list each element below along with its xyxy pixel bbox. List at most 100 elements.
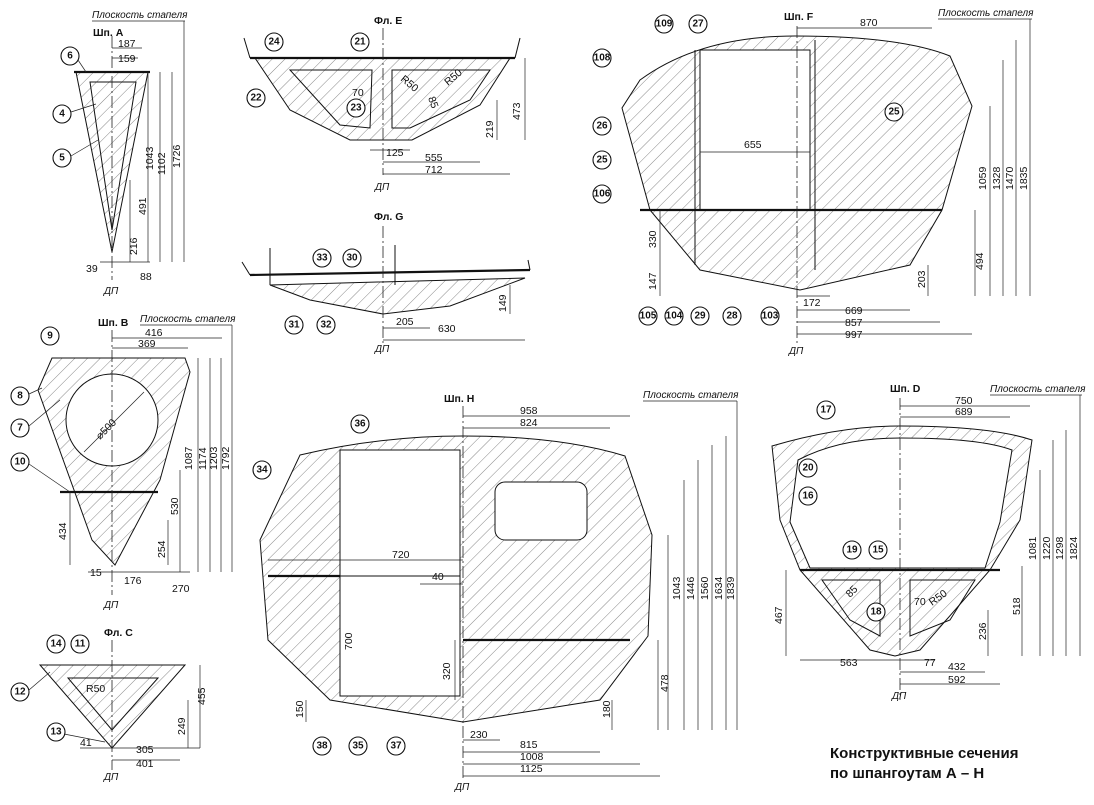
dim-label: 216 — [128, 237, 140, 255]
section-title: Шп. F — [784, 11, 814, 23]
dim-label: 720 — [392, 549, 410, 561]
svg-text:5: 5 — [59, 153, 65, 164]
caption-line-2: по шпангоутам А – Н — [830, 765, 984, 782]
dim-label: 1081 — [1027, 536, 1039, 560]
callout: 109 — [654, 14, 674, 34]
dim-label: 1174 — [197, 447, 209, 470]
inner-void — [66, 677, 160, 731]
svg-text:28: 28 — [726, 311, 738, 322]
dim-label: 236 — [977, 622, 989, 640]
svg-text:32: 32 — [320, 320, 332, 331]
dim-label: 1102 — [156, 152, 168, 175]
centerline-label: ДП — [788, 346, 804, 357]
dim-label: 870 — [860, 17, 878, 29]
dim-label: 997 — [845, 329, 863, 341]
dim-label: R50 — [86, 683, 105, 695]
svg-text:105: 105 — [640, 311, 657, 322]
callout: 22 — [246, 88, 266, 108]
dim-label: 1792 — [220, 446, 232, 470]
dim-label: 70 — [914, 596, 926, 608]
dim-label: 1824 — [1068, 536, 1080, 560]
callout: 38 — [312, 736, 332, 756]
inner-void-right — [391, 69, 491, 129]
dim-label: 1043 — [144, 146, 156, 170]
dim-label: 305 — [136, 744, 154, 756]
dim-label: 700 — [343, 632, 355, 650]
dim-label: 249 — [176, 717, 188, 735]
callout: 24 — [264, 32, 284, 52]
dim-label: 219 — [484, 120, 496, 138]
svg-text:17: 17 — [820, 405, 832, 416]
dim-label: 518 — [1011, 597, 1023, 615]
callout: 27 — [688, 14, 708, 34]
dim-label: 270 — [172, 583, 190, 595]
svg-text:21: 21 — [354, 37, 366, 48]
svg-text:8: 8 — [17, 391, 23, 402]
inner-void-lower — [339, 575, 461, 697]
callout: 105 — [638, 306, 658, 326]
svg-text:109: 109 — [656, 19, 673, 30]
dim-label: 455 — [196, 687, 208, 705]
inner-void-upper — [789, 437, 1013, 569]
dim-label: 494 — [974, 252, 986, 270]
svg-text:4: 4 — [59, 109, 65, 120]
section-d: Шп. D Плоскость стапеля 85 70 R50 750 68… — [771, 383, 1086, 702]
dim-label: 401 — [136, 758, 154, 770]
dim-label: 1059 — [977, 166, 989, 190]
callout: 106 — [592, 184, 612, 204]
section-title: Фл. Е — [374, 15, 402, 27]
svg-text:11: 11 — [75, 639, 86, 650]
inner-void-right — [909, 579, 976, 637]
svg-text:31: 31 — [288, 320, 300, 331]
inner-void-left — [821, 579, 881, 637]
dim-label: 15 — [90, 567, 102, 579]
dim-label: 369 — [138, 338, 156, 350]
svg-text:104: 104 — [666, 311, 683, 322]
dim-label: 592 — [948, 674, 966, 686]
dim-label: 1560 — [699, 576, 711, 600]
centerline-label: ДП — [103, 286, 119, 297]
callout: 6 — [60, 46, 80, 66]
callout: 32 — [316, 315, 336, 335]
section-c: Фл. С R50 455 249 41 305 401 ДП 14 11 12… — [10, 627, 208, 783]
svg-text:106: 106 — [594, 189, 611, 200]
ref-plane-label: Плоскость стапеля — [643, 390, 739, 401]
svg-text:33: 33 — [316, 253, 328, 264]
svg-text:29: 29 — [694, 311, 706, 322]
dim-label: 176 — [124, 575, 142, 587]
callout: 33 — [312, 248, 332, 268]
svg-text:18: 18 — [870, 607, 882, 618]
dim-label: 88 — [140, 271, 152, 283]
svg-text:22: 22 — [250, 93, 262, 104]
dim-label: 1203 — [208, 446, 220, 470]
dim-label: 230 — [470, 729, 488, 741]
callout: 5 — [52, 148, 72, 168]
svg-text:14: 14 — [50, 639, 62, 650]
dim-label: 630 — [438, 323, 456, 335]
section-g: Фл. G 149 205 630 ДП 33 30 31 32 — [241, 211, 531, 355]
callout: 17 — [816, 400, 836, 420]
callout: 37 — [386, 736, 406, 756]
callout: 14 — [46, 634, 66, 654]
callout: 35 — [348, 736, 368, 756]
svg-text:34: 34 — [256, 465, 268, 476]
dim-label: 320 — [441, 662, 453, 680]
dim-label: 149 — [497, 294, 509, 312]
callout: 10 — [10, 452, 30, 472]
callout: 13 — [46, 722, 66, 742]
svg-text:25: 25 — [596, 155, 608, 166]
dim-label: 1125 — [520, 763, 543, 775]
hull-shape — [38, 664, 187, 749]
dim-label: 824 — [520, 417, 538, 429]
svg-text:20: 20 — [802, 463, 814, 474]
svg-text:6: 6 — [67, 51, 73, 62]
svg-text:7: 7 — [17, 423, 23, 434]
callout: 104 — [664, 306, 684, 326]
callout: 4 — [52, 104, 72, 124]
svg-text:103: 103 — [762, 311, 779, 322]
section-a: Плоскость стапеля Шп. А 187 159 1043 110… — [52, 10, 188, 297]
callout: 25 — [884, 102, 904, 122]
dim-label: 689 — [955, 406, 973, 418]
dim-label: 205 — [396, 316, 414, 328]
